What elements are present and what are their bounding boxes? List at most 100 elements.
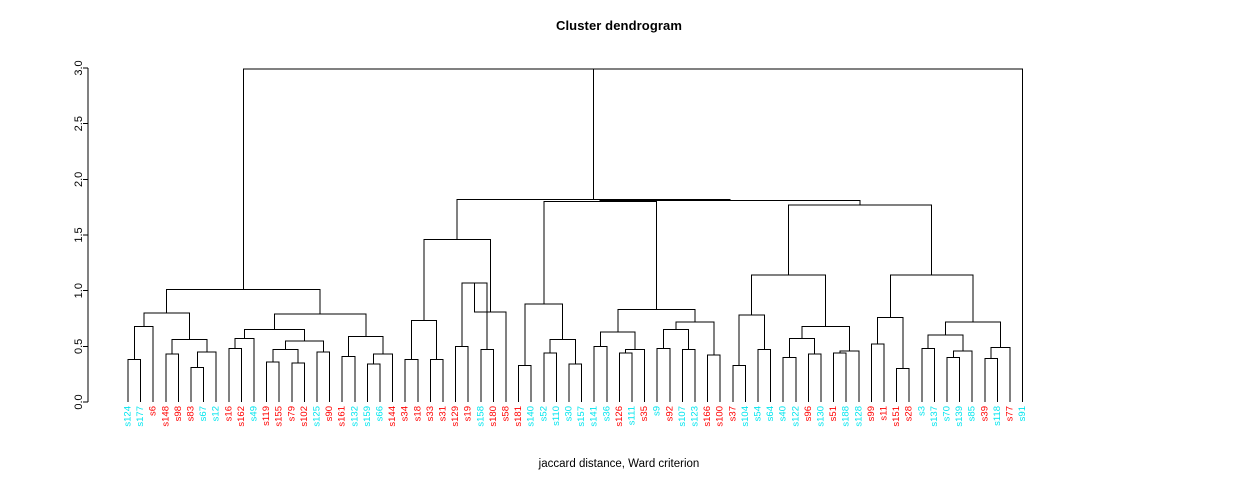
leaf-label: s39 xyxy=(979,406,990,421)
dendrogram-link xyxy=(543,352,557,402)
dendrogram-link xyxy=(266,361,280,402)
y-axis-tick-label: 0.0 xyxy=(73,394,85,409)
dendrogram-link xyxy=(877,316,904,369)
dendrogram-link xyxy=(366,363,381,402)
dendrogram-link xyxy=(663,329,690,350)
leaf-label: s107 xyxy=(677,406,688,427)
leaf-label: s139 xyxy=(954,406,965,427)
leaf-label: s58 xyxy=(501,406,512,421)
dendrogram-link xyxy=(234,338,255,402)
leaf-label: s92 xyxy=(664,406,675,421)
leaf-label: s118 xyxy=(992,406,1003,426)
leaf-label: s35 xyxy=(639,406,650,421)
y-axis-tick-label: 0.5 xyxy=(73,339,85,354)
leaf-label: s181 xyxy=(513,406,524,427)
leaf-label: s98 xyxy=(173,406,184,421)
dendrogram-link xyxy=(944,321,1002,348)
dendrogram-link xyxy=(285,340,324,352)
leaf-label: s52 xyxy=(538,406,549,421)
leaf-label: s40 xyxy=(778,406,789,421)
leaf-label: s96 xyxy=(803,406,814,421)
leaf-label: s158 xyxy=(475,406,486,427)
dendrogram-link xyxy=(889,274,974,322)
leaf-label: s102 xyxy=(299,406,310,427)
dendrogram-link xyxy=(751,274,827,327)
leaf-label: s124 xyxy=(123,406,134,427)
leaf-label: s36 xyxy=(601,406,612,421)
dendrogram-link xyxy=(625,349,646,402)
dendrogram-link xyxy=(782,356,797,402)
leaf-label: s125 xyxy=(312,406,323,427)
leaf-label: s16 xyxy=(223,406,234,421)
dendrogram-link xyxy=(165,353,179,402)
leaf-label: s130 xyxy=(816,406,827,427)
dendrogram-link xyxy=(896,368,910,402)
y-axis-tick-label: 3.0 xyxy=(73,60,85,75)
leaf-label: s166 xyxy=(702,406,713,427)
y-axis-tick-label: 2.5 xyxy=(73,116,85,131)
dendrogram-link xyxy=(127,359,142,402)
dendrogram-link xyxy=(732,364,746,402)
dendrogram-link xyxy=(242,68,595,290)
dendrogram-link xyxy=(524,303,564,366)
dendrogram-link xyxy=(291,362,305,402)
dendrogram-link xyxy=(228,348,242,402)
leaf-label: s119 xyxy=(261,406,272,426)
leaf-label: s123 xyxy=(690,406,701,427)
leaf-label: s18 xyxy=(412,406,423,421)
dendrogram-link xyxy=(455,345,469,402)
leaf-label: s128 xyxy=(853,406,864,427)
dendrogram-link xyxy=(461,282,488,350)
leaf-label: s104 xyxy=(740,406,751,427)
leaf-label: s177 xyxy=(135,406,146,427)
leaf-label: s51 xyxy=(828,406,839,421)
dendrogram-link xyxy=(418,68,1024,402)
dendrogram-link xyxy=(543,201,657,310)
leaf-label: s144 xyxy=(387,406,398,427)
leaf-label: s100 xyxy=(715,406,726,427)
dendrogram-link xyxy=(429,359,444,402)
leaf-label: s137 xyxy=(929,406,940,427)
dendrogram-link xyxy=(549,339,576,365)
dendrogram-link xyxy=(593,345,608,402)
dendrogram-link xyxy=(423,238,491,321)
leaf-label: s188 xyxy=(841,406,852,427)
dendrogram-link xyxy=(870,343,885,402)
leaf-label: s151 xyxy=(891,406,902,427)
dendrogram-link xyxy=(788,204,933,276)
leaf-label: s6 xyxy=(148,406,159,416)
leaf-label: s54 xyxy=(753,406,764,421)
leaf-label: s110 xyxy=(551,406,562,426)
leaf-label: s64 xyxy=(765,406,776,421)
leaf-label: s66 xyxy=(375,406,386,421)
dendrogram-link xyxy=(617,309,696,332)
leaf-label: s85 xyxy=(967,406,978,421)
leaf-label: s155 xyxy=(274,406,285,427)
leaf-label: s90 xyxy=(324,406,335,421)
leaf-label: s111 xyxy=(627,406,638,425)
leaf-label: s79 xyxy=(286,406,297,421)
leaf-label: s132 xyxy=(349,406,360,427)
dendrogram-link xyxy=(599,199,861,205)
leaf-label: s33 xyxy=(425,406,436,421)
leaf-label: s180 xyxy=(488,406,499,427)
dendrogram-link xyxy=(707,354,721,402)
leaf-label: s141 xyxy=(589,406,600,427)
dendrogram-link xyxy=(990,346,1011,402)
leaf-label: s49 xyxy=(249,406,260,421)
dendrogram-link xyxy=(411,320,438,360)
leaf-label: s99 xyxy=(866,406,877,421)
dendrogram-link xyxy=(618,352,633,402)
dendrogram-link xyxy=(166,289,321,315)
leaf-label: s157 xyxy=(576,406,587,427)
dendrogram-link xyxy=(316,351,331,402)
dendrogram-link xyxy=(656,348,671,402)
dendrogram-link xyxy=(341,355,356,402)
dendrogram-link xyxy=(600,331,636,350)
page-title: Cluster dendrogram xyxy=(555,18,683,33)
dendrogram-link xyxy=(196,351,217,402)
leaf-label: s129 xyxy=(450,406,461,427)
dendrogram-link xyxy=(839,350,860,402)
y-axis-tick-label: 1.0 xyxy=(73,283,85,298)
